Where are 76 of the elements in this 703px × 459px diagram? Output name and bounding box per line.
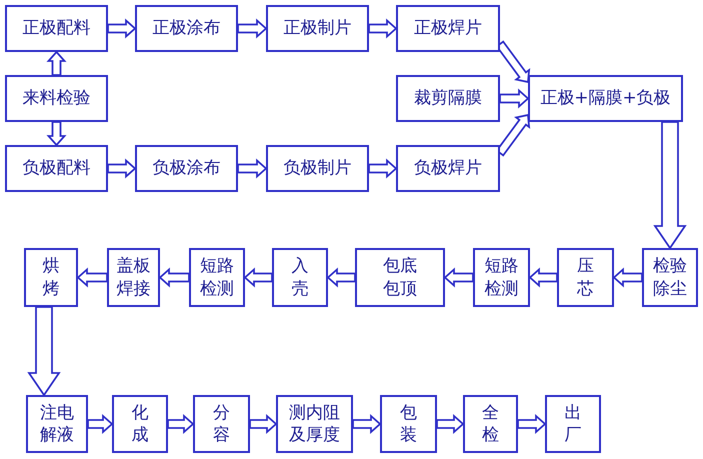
step-label: 正极焊片 [414, 17, 482, 40]
step-label: 测内阻及厚度 [288, 402, 341, 446]
block-arrow [368, 18, 398, 38]
block-arrow [107, 158, 136, 178]
block-arrow [499, 88, 530, 108]
process-box [396, 145, 500, 192]
block-arrow [249, 414, 278, 434]
step-label: 正极+隔膜+负极 [540, 87, 671, 110]
step-label: 盖板焊接 [115, 255, 152, 300]
step-label: 来料检验 [22, 87, 90, 110]
step-label: 正极配料 [22, 17, 90, 40]
step-label: 包装 [398, 402, 418, 446]
step-label: 全检 [480, 402, 500, 446]
process-box [473, 248, 530, 307]
step-label: 负极制片 [284, 157, 352, 180]
step-label: 化成 [130, 402, 150, 446]
block-arrow [237, 158, 268, 178]
block-arrow [46, 50, 66, 76]
step-label: 负极焊片 [414, 157, 482, 180]
step-label: 裁剪隔膜 [414, 87, 482, 110]
process-box [5, 5, 108, 52]
process-box [528, 75, 683, 122]
block-arrow [528, 268, 558, 288]
process-box [135, 5, 238, 52]
block-arrow [27, 306, 61, 397]
block-arrow [76, 268, 108, 288]
process-box [396, 75, 500, 122]
step-label: 注电解液 [38, 402, 75, 446]
block-arrow [368, 158, 398, 178]
block-arrow [352, 414, 382, 434]
block-arrow [444, 268, 474, 288]
block-arrow [244, 268, 273, 288]
step-label: 分容 [212, 402, 231, 446]
process-box [396, 5, 500, 52]
process-box [107, 248, 160, 307]
process-box [545, 395, 601, 453]
step-label: 短路检测 [483, 255, 520, 300]
process-box [266, 145, 369, 192]
step-label: 出厂 [563, 402, 582, 446]
process-box [193, 395, 250, 453]
process-box [5, 75, 108, 122]
process-box [272, 248, 328, 307]
step-label: 检验除尘 [652, 255, 688, 300]
block-arrow [612, 268, 643, 288]
process-box [355, 248, 445, 307]
block-arrow [653, 121, 687, 250]
process-box [112, 395, 168, 453]
step-label: 包底包顶 [382, 255, 418, 300]
step-label: 负极配料 [22, 157, 90, 180]
process-box [557, 248, 614, 307]
block-arrow [517, 414, 546, 434]
block-arrow [158, 268, 190, 288]
process-box [642, 248, 698, 307]
process-box [276, 395, 353, 453]
step-label: 短路检测 [198, 255, 235, 300]
block-arrow [107, 18, 136, 38]
step-label: 正极涂布 [152, 17, 220, 40]
block-arrow [87, 414, 114, 434]
step-label: 负极涂布 [152, 157, 220, 180]
step-label: 烘烤 [41, 255, 60, 300]
block-arrow [167, 414, 194, 434]
process-box [266, 5, 369, 52]
step-label: 入壳 [290, 255, 310, 300]
step-label: 压芯 [576, 255, 595, 300]
process-box [26, 395, 88, 453]
process-box [463, 395, 518, 453]
process-box [380, 395, 437, 453]
block-arrow [46, 121, 66, 146]
process-box [5, 145, 108, 192]
block-arrow [237, 18, 268, 38]
block-arrow [436, 414, 464, 434]
block-arrow [326, 268, 356, 288]
process-box [24, 248, 78, 307]
process-box [189, 248, 245, 307]
process-box [135, 145, 238, 192]
step-label: 正极制片 [284, 17, 352, 40]
